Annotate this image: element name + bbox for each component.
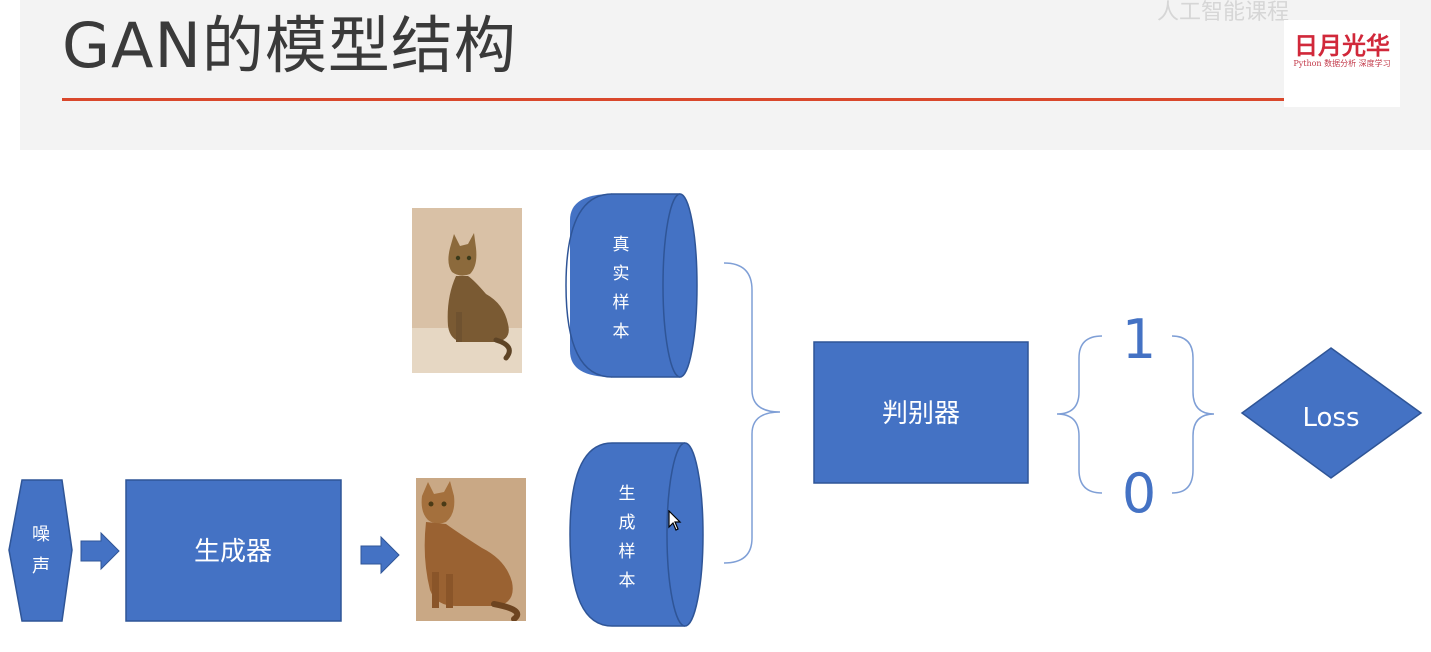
- arrow-noise-to-generator: [80, 531, 120, 571]
- logo: 日月光华 Python 数据分析 深度学习: [1284, 20, 1400, 107]
- noise-label-2: 声: [32, 556, 50, 577]
- generator-node: [125, 479, 342, 622]
- real-sample-label-2: 实: [613, 264, 630, 284]
- real-sample-label-1: 真: [613, 235, 630, 255]
- generated-sample-label-2: 成: [619, 513, 636, 533]
- arrow-generator-to-sample: [360, 535, 400, 575]
- merge-brace: [723, 262, 781, 564]
- discriminator-label: 判别器: [882, 399, 960, 429]
- generated-sample-label-3: 样: [619, 542, 636, 562]
- noise-node: [8, 479, 73, 622]
- real-sample-label-3: 样: [613, 293, 630, 313]
- generated-sample-label-1: 生: [619, 484, 636, 504]
- mouse-cursor-icon: [668, 510, 682, 531]
- output-one: 1: [1122, 308, 1156, 371]
- title-underline: [62, 98, 1284, 101]
- watermark: 人工智能课程: [1157, 0, 1290, 25]
- slide-title: GAN的模型结构: [62, 9, 517, 82]
- output-zero: 0: [1122, 462, 1156, 525]
- generated-cat-image: [416, 478, 526, 621]
- logo-text: 日月光华: [1294, 32, 1390, 60]
- output-right-brace: [1171, 335, 1215, 494]
- real-cat-image: [412, 208, 522, 373]
- loss-node: [1240, 347, 1423, 479]
- generated-sample-node: [569, 442, 704, 627]
- output-left-brace: [1056, 335, 1103, 494]
- real-sample-label-4: 本: [613, 322, 630, 342]
- discriminator-node: [813, 341, 1029, 484]
- generator-label: 生成器: [194, 537, 272, 567]
- loss-label: Loss: [1302, 403, 1359, 433]
- logo-subtitle: Python 数据分析 深度学习: [1293, 59, 1391, 68]
- noise-label-1: 噪: [32, 524, 50, 545]
- header-band: [20, 0, 1431, 150]
- generated-sample-label-4: 本: [619, 571, 636, 591]
- real-sample-node: [565, 193, 698, 378]
